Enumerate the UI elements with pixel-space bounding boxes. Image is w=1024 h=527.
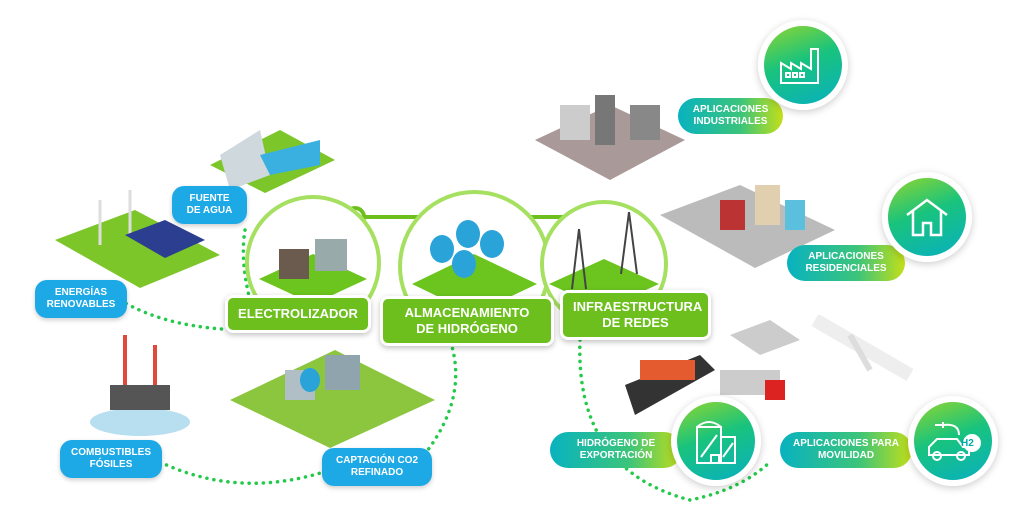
label-text: INFRAESTRUCTURA DE REDES <box>573 299 703 330</box>
city-illustration <box>660 185 835 268</box>
label-storage: ALMACENAMIENTO DE HIDRÓGENO <box>380 296 554 346</box>
label-fossil: COMBUSTIBLES FÓSILES <box>60 440 162 478</box>
label-electrolyzer: ELECTROLIZADOR <box>225 295 371 333</box>
label-text: ALMACENAMIENTO DE HIDRÓGENO <box>404 305 530 336</box>
label-renewables: ENERGÍAS RENOVABLES <box>35 280 127 318</box>
dotted-path-water <box>241 228 252 302</box>
export-terminal-icon <box>671 396 761 486</box>
hydrogen-car-icon: H2 <box>908 396 998 486</box>
label-text: ENERGÍAS RENOVABLES <box>46 287 116 310</box>
house-icon <box>882 172 972 262</box>
label-grid: INFRAESTRUCTURA DE REDES <box>560 290 711 340</box>
label-text: CAPTACIÓN CO2 REFINADO <box>335 455 419 478</box>
dotted-path-renewables <box>118 298 252 332</box>
label-text: ELECTROLIZADOR <box>238 306 358 321</box>
label-export: HIDRÓGENO DE EXPORTACIÓN <box>550 432 682 468</box>
dotted-path-fossil <box>158 460 332 485</box>
h2-badge: H2 <box>961 438 974 449</box>
transport-illustration <box>625 315 914 415</box>
wind-solar-illustration <box>55 190 220 288</box>
dotted-path-export <box>578 338 772 502</box>
electrolyzer-illustration <box>259 239 367 304</box>
label-residential: APLICACIONES RESIDENCIALES <box>787 245 905 281</box>
factory-icon <box>758 20 848 110</box>
label-text: HIDRÓGENO DE EXPORTACIÓN <box>576 438 656 461</box>
label-industrial: APLICACIONES INDUSTRIALES <box>678 98 783 134</box>
label-co2: CAPTACIÓN CO2 REFINADO <box>322 448 432 486</box>
dam-illustration <box>210 130 335 193</box>
label-text: APLICACIONES PARA MOVILIDAD <box>793 438 899 461</box>
oil-platform-illustration <box>90 335 190 436</box>
industrial-plant-illustration <box>535 95 685 180</box>
label-text: FUENTE DE AGUA <box>186 193 233 216</box>
label-text: COMBUSTIBLES FÓSILES <box>71 447 151 470</box>
label-text: APLICACIONES RESIDENCIALES <box>805 251 887 274</box>
label-text: APLICACIONES INDUSTRIALES <box>692 104 769 127</box>
label-mobility: APLICACIONES PARA MOVILIDAD <box>780 432 912 468</box>
label-water-source: FUENTE DE AGUA <box>172 186 247 224</box>
co2-plant-illustration <box>230 350 435 448</box>
